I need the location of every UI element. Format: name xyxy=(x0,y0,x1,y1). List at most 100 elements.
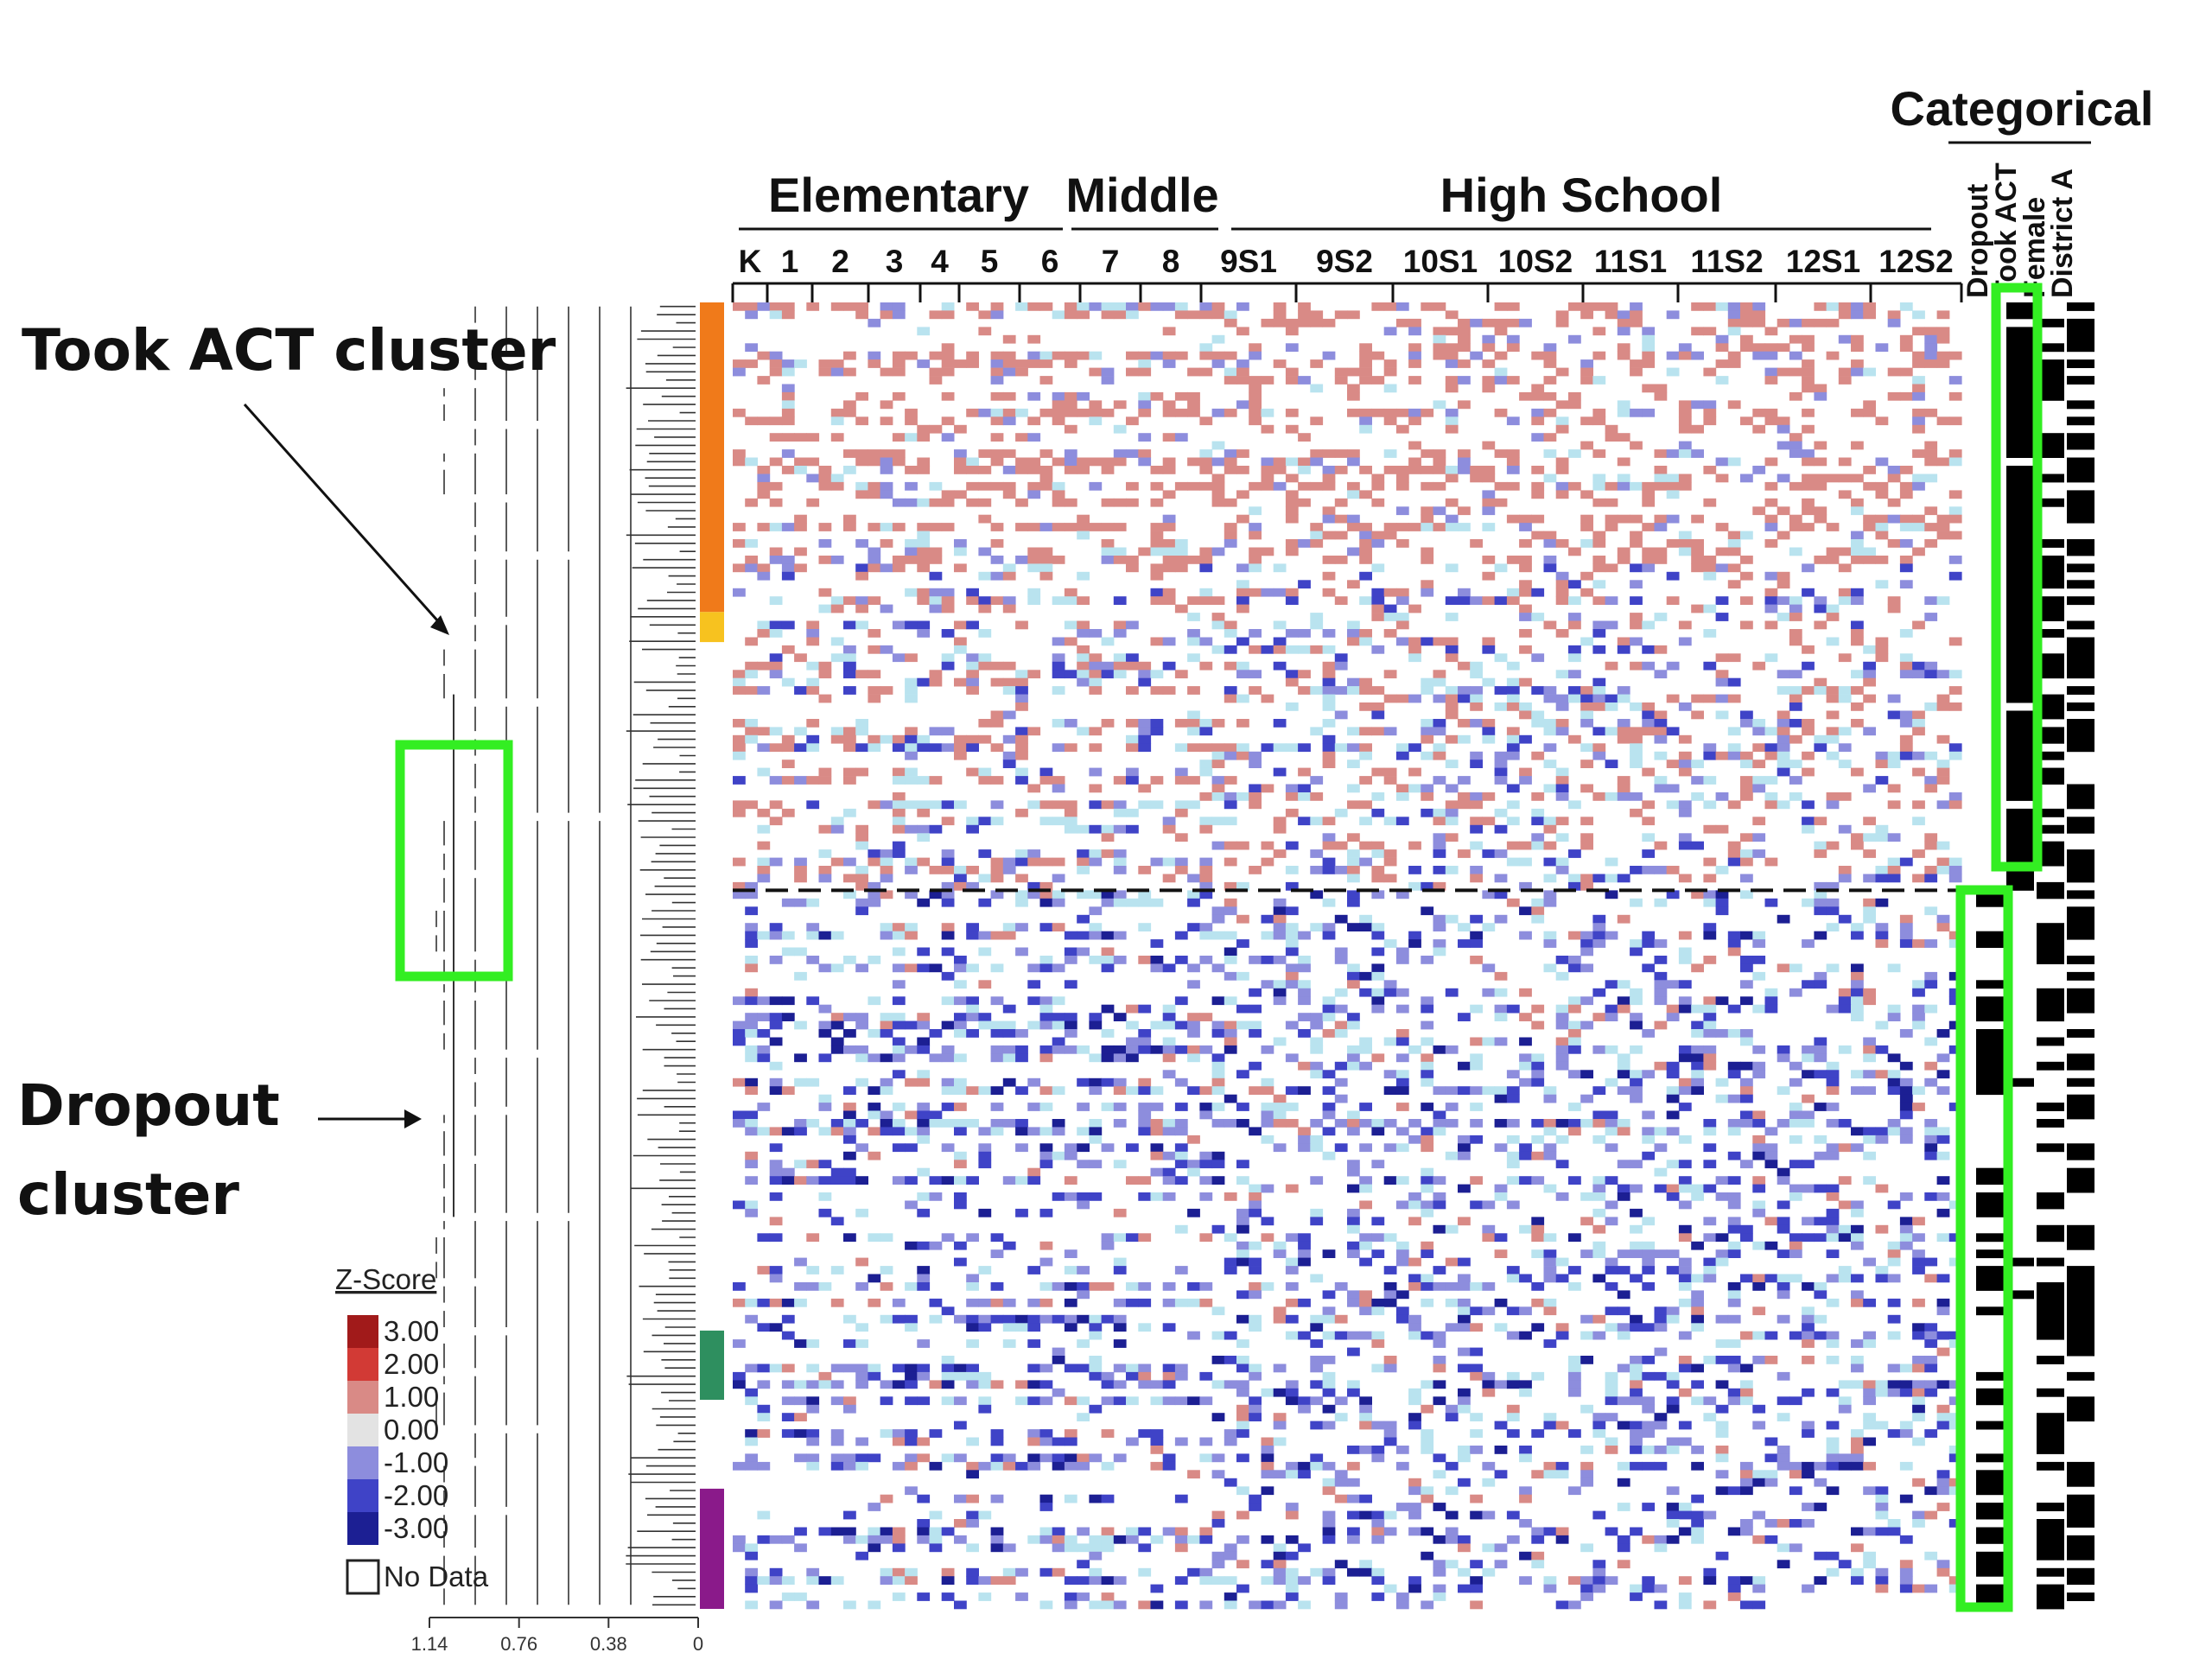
heatmap-cell xyxy=(1371,702,1385,711)
heatmap-cell xyxy=(1838,490,1852,499)
heatmap-cell xyxy=(1433,457,1446,467)
heatmap-cell xyxy=(1802,359,1815,368)
heatmap-cell xyxy=(1126,1233,1139,1243)
heatmap-cell xyxy=(843,1013,856,1021)
heatmap-cell xyxy=(1936,1127,1950,1136)
heatmap-cell xyxy=(1408,1503,1421,1511)
heatmap-cell xyxy=(1863,1176,1876,1185)
heatmap-cell xyxy=(1703,874,1717,883)
heatmap-cell xyxy=(1359,1510,1372,1520)
heatmap-cell xyxy=(1887,474,1901,483)
heatmap-cell xyxy=(1899,734,1913,744)
heatmap-cell xyxy=(1285,963,1299,973)
heatmap-cell xyxy=(1273,661,1287,671)
heatmap-cell xyxy=(781,571,795,581)
heatmap-cell xyxy=(1838,1119,1852,1128)
heatmap-cell xyxy=(1273,719,1287,728)
heatmap-cell xyxy=(1678,841,1692,850)
heatmap-cell xyxy=(1261,1437,1274,1446)
heatmap-cell xyxy=(1654,645,1668,654)
heatmap-cell xyxy=(781,931,795,940)
heatmap-cell xyxy=(733,1380,746,1389)
heatmap-cell xyxy=(966,734,979,744)
heatmap-cell xyxy=(1912,1404,1925,1414)
heatmap-cell xyxy=(1433,400,1446,410)
heatmap-cell xyxy=(1838,1143,1852,1153)
heatmap-cell xyxy=(1691,710,1704,720)
heatmap-cell xyxy=(1740,1094,1753,1103)
heatmap-cell xyxy=(1101,310,1115,320)
heatmap-cell xyxy=(880,1053,893,1063)
heatmap-cell xyxy=(1150,956,1164,964)
heatmap-cell xyxy=(1605,1413,1618,1421)
heatmap-cell xyxy=(1359,571,1372,581)
heatmap-cell xyxy=(1445,613,1459,621)
heatmap-cell xyxy=(1261,1135,1274,1144)
heatmap-cell xyxy=(1064,980,1077,989)
heatmap-cell xyxy=(1555,588,1569,597)
heatmap-cell xyxy=(843,1029,856,1038)
heatmap-cell xyxy=(1936,523,1950,531)
heatmap-cell xyxy=(1912,481,1925,491)
heatmap-cell xyxy=(1802,1429,1815,1438)
heatmap-cell xyxy=(1789,1249,1802,1258)
heatmap-cell xyxy=(1568,956,1581,964)
heatmap-cell xyxy=(1199,857,1213,867)
heatmap-cell xyxy=(1948,391,1962,401)
heatmap-cell xyxy=(1470,474,1483,483)
heatmap-cell xyxy=(1224,645,1237,654)
heatmap-cell xyxy=(917,563,931,573)
heatmap-cell xyxy=(1543,1339,1557,1348)
heatmap-cell xyxy=(917,1020,931,1030)
heatmap-cell xyxy=(1052,1356,1065,1364)
heatmap-cell xyxy=(1371,931,1385,940)
heatmap-cell xyxy=(1543,556,1557,564)
heatmap-cell xyxy=(1445,1119,1459,1128)
heatmap-cell xyxy=(1052,556,1065,564)
heatmap-cell xyxy=(917,1437,931,1446)
heatmap-cell xyxy=(1764,367,1778,377)
heatmap-cell xyxy=(1666,1314,1680,1324)
heatmap-cell xyxy=(781,466,795,474)
heatmap-cell xyxy=(1371,988,1385,997)
heatmap-cell xyxy=(1899,1429,1913,1438)
heatmap-cell xyxy=(1838,694,1852,703)
heatmap-cell xyxy=(1113,1053,1127,1063)
heatmap-cell xyxy=(1506,1371,1520,1381)
heatmap-cell xyxy=(1912,310,1925,320)
heatmap-cell xyxy=(892,1298,906,1307)
heatmap-cell xyxy=(1138,367,1152,377)
heatmap-cell xyxy=(1777,686,1790,695)
heatmap-cell xyxy=(1015,734,1028,744)
heatmap-cell xyxy=(1654,384,1668,393)
heatmap-cell xyxy=(1027,670,1041,679)
heatmap-cell xyxy=(1691,963,1704,973)
heatmap-cell xyxy=(1863,1413,1876,1421)
heatmap-cell xyxy=(1555,776,1569,785)
heatmap-cell xyxy=(1199,1298,1213,1307)
heatmap-cell xyxy=(1912,620,1925,630)
heatmap-cell xyxy=(1249,1061,1262,1071)
heatmap-cell xyxy=(1027,890,1041,899)
heatmap-cell xyxy=(1568,1388,1581,1397)
heatmap-cell xyxy=(1383,523,1397,531)
heatmap-cell xyxy=(1703,408,1717,417)
heatmap-cell xyxy=(1592,556,1606,564)
heatmap-cell xyxy=(880,1576,893,1585)
heatmap-cell xyxy=(1077,931,1090,940)
heatmap-cell xyxy=(1089,1086,1103,1095)
heatmap-cell xyxy=(1617,343,1630,353)
heatmap-cell xyxy=(1851,441,1864,450)
heatmap-cell xyxy=(757,866,771,874)
heatmap-cell xyxy=(1126,556,1139,564)
heatmap-cell xyxy=(1617,727,1630,736)
heatmap-cell xyxy=(966,359,979,368)
heatmap-cell xyxy=(1519,734,1532,744)
heatmap-cell xyxy=(917,359,931,368)
heatmap-cell xyxy=(1703,1356,1717,1364)
heatmap-cell xyxy=(1174,719,1188,728)
heatmap-cell xyxy=(1912,1323,1925,1332)
heatmap-cell xyxy=(1482,792,1496,801)
heatmap-cell xyxy=(1642,1282,1656,1291)
heatmap-cell xyxy=(1630,866,1643,874)
